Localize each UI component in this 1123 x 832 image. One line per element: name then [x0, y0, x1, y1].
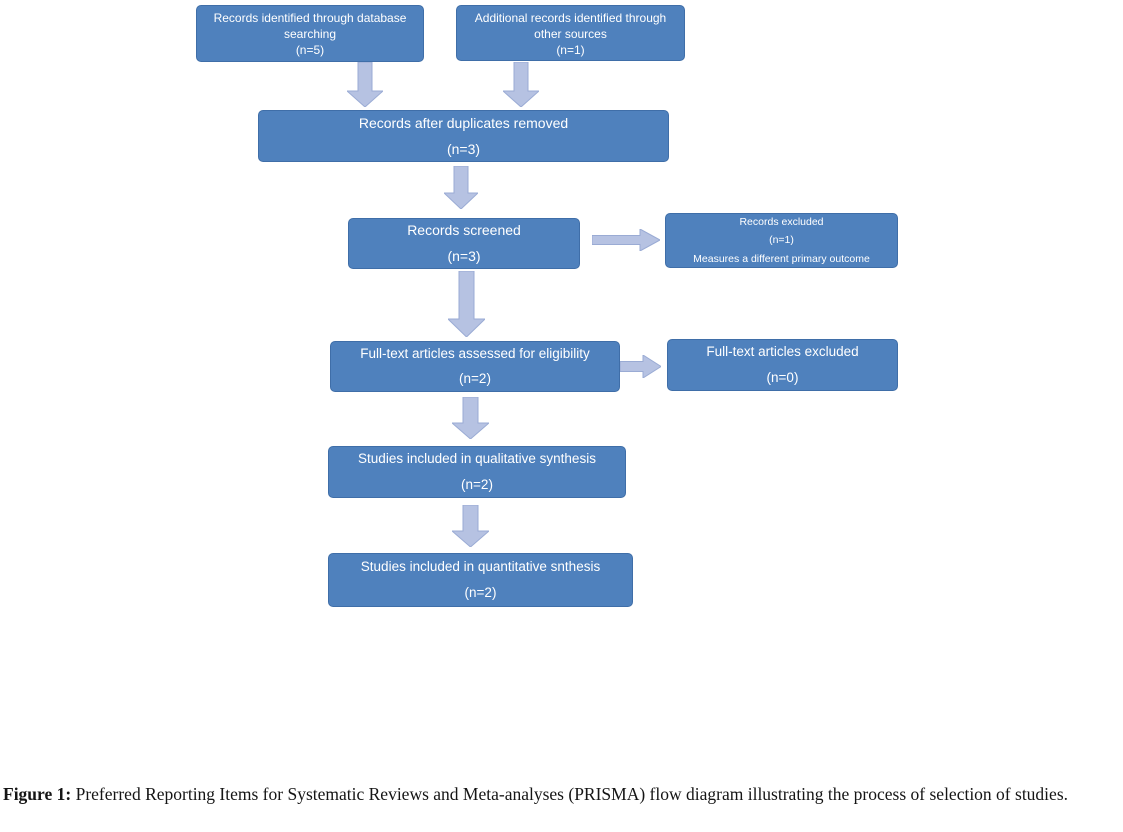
box-label: Records screened: [407, 222, 521, 239]
box-label: Full-text articles excluded: [706, 344, 859, 360]
box-count: (n=3): [446, 140, 481, 157]
box-count: (n=5): [295, 43, 325, 58]
box-label: Records excluded: [739, 216, 824, 229]
figure-caption: Figure 1: Preferred Reporting Items for …: [3, 783, 1121, 806]
down-arrow-icon: [452, 397, 489, 439]
right-arrow-icon: [592, 229, 660, 251]
box-records-identified-database: Records identified through database sear…: [196, 5, 424, 62]
box-fulltext-assessed: Full-text articles assessed for eligibil…: [330, 341, 620, 392]
box-label: Records identified through database sear…: [213, 11, 407, 41]
box-count: (n=2): [461, 476, 493, 492]
box-qualitative-synthesis: Studies included in qualitative synthesi…: [328, 446, 626, 498]
box-exclusion-reason: Measures a different primary outcome: [693, 252, 870, 265]
box-label: Studies included in quantitative snthesi…: [360, 559, 601, 575]
box-count: (n=1): [556, 43, 585, 58]
box-count: (n=0): [766, 369, 799, 385]
down-arrow-icon: [448, 271, 485, 337]
box-count: (n=2): [464, 584, 497, 600]
right-arrow-icon: [620, 355, 661, 378]
down-arrow-icon: [503, 62, 539, 107]
down-arrow-icon: [347, 62, 383, 107]
box-records-screened: Records screened (n=3): [348, 218, 580, 269]
box-quantitative-synthesis: Studies included in quantitative snthesi…: [328, 553, 633, 607]
box-records-excluded: Records excluded (n=1) Measures a differ…: [665, 213, 898, 268]
box-label: Records after duplicates removed: [358, 114, 569, 131]
box-count: (n=2): [459, 371, 491, 386]
box-count: (n=3): [447, 248, 481, 264]
box-fulltext-excluded: Full-text articles excluded (n=0): [667, 339, 898, 391]
box-label: Additional records identified through ot…: [474, 11, 667, 41]
box-label: Full-text articles assessed for eligibil…: [360, 345, 590, 361]
box-count: (n=1): [769, 234, 794, 247]
down-arrow-icon: [444, 166, 478, 209]
figure-caption-label: Figure 1:: [3, 784, 72, 804]
box-label: Studies included in qualitative synthesi…: [358, 451, 596, 467]
figure-caption-text: Preferred Reporting Items for Systematic…: [71, 784, 1069, 804]
box-additional-records-other-sources: Additional records identified through ot…: [456, 5, 685, 61]
box-records-after-duplicates: Records after duplicates removed (n=3): [258, 110, 669, 162]
down-arrow-icon: [452, 505, 489, 547]
